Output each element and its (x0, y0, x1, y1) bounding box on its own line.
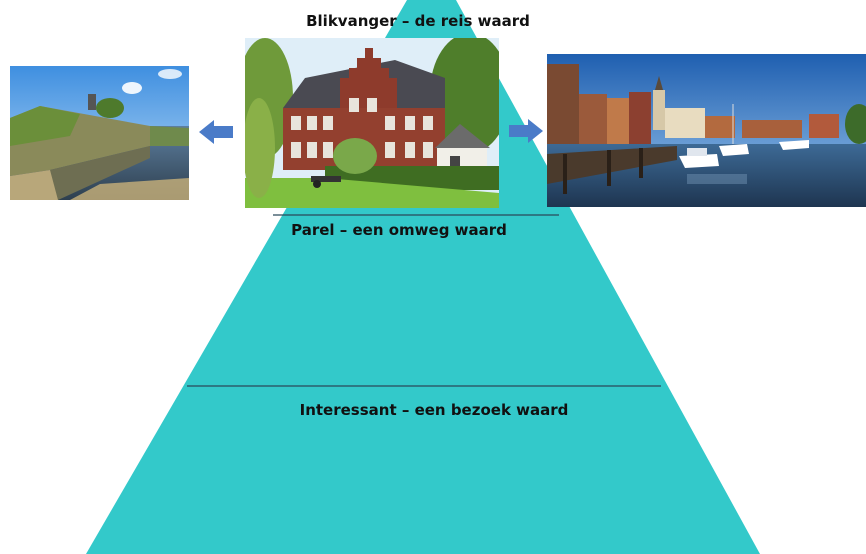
tier-label-middle: Parel – een omweg waard (291, 221, 507, 239)
pyramid-shape (86, 0, 760, 554)
photo-harbour (547, 54, 866, 207)
photo-fortress (10, 66, 189, 200)
photo-gable-building (245, 38, 499, 208)
arrow-right-icon (509, 119, 543, 143)
tier-label-top: Blikvanger – de reis waard (306, 12, 530, 30)
arrow-left-icon (199, 120, 233, 144)
tier-label-bottom: Interessant – een bezoek waard (300, 401, 569, 419)
